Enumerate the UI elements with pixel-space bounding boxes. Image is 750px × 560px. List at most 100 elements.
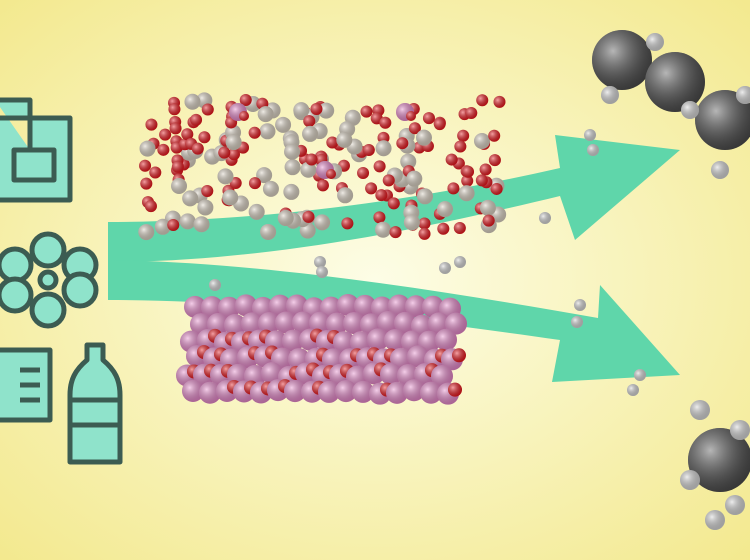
silicon-atom — [437, 201, 454, 218]
silicon-atom — [283, 183, 300, 200]
oxygen-atom — [190, 113, 203, 126]
silicon-atom — [284, 143, 301, 160]
oxygen-atom — [433, 118, 446, 131]
metal-atom — [309, 311, 331, 334]
oxygen-atom — [201, 103, 214, 116]
oxygen-atom — [140, 177, 153, 190]
hydrogen-atom — [705, 510, 725, 530]
oxygen-atom — [452, 348, 466, 363]
silicon-atom — [458, 185, 475, 202]
six-pack-rings-icon — [0, 231, 99, 329]
oxygen-atom — [365, 182, 378, 195]
silicon-atom — [259, 123, 276, 140]
metal-atom — [269, 294, 291, 317]
silicon-atom — [318, 102, 335, 119]
hydrogen-molecule-atom — [571, 316, 583, 328]
oxygen-atom — [406, 111, 416, 121]
oxygen-atom — [302, 210, 315, 223]
hydrogen-atom — [725, 495, 745, 515]
oxygen-atom — [149, 166, 162, 179]
oxygen-atom — [191, 142, 204, 155]
lower-arrow — [108, 260, 680, 382]
oxygen-atom — [418, 217, 431, 230]
metal-atom — [218, 296, 240, 319]
hydrogen-molecule-atom — [539, 212, 551, 224]
metal-atom — [326, 312, 348, 335]
carbon-atom — [592, 30, 652, 90]
metal-atom — [386, 381, 408, 404]
oxygen-atom — [239, 94, 252, 107]
carbon-atom — [695, 90, 750, 150]
hydrogen-molecule-atom — [584, 129, 596, 141]
metal-atom — [335, 380, 357, 403]
oxygen-atom — [493, 95, 506, 108]
metal-atom — [384, 329, 406, 352]
hydrogen-molecule-atom — [454, 256, 466, 268]
oxygen-atom — [139, 159, 152, 172]
oxygen-atom — [454, 140, 467, 153]
oxygen-atom — [475, 174, 488, 187]
oxygen-atom — [375, 189, 388, 202]
silicon-atom — [337, 187, 354, 204]
hydrogen-molecule-atom — [314, 256, 326, 268]
plastic-icons — [0, 97, 123, 465]
hydrogen-atom — [681, 101, 699, 119]
oxygen-atom — [167, 219, 180, 232]
silicon-atom — [182, 190, 199, 207]
silicon-atom — [262, 180, 279, 197]
silicon-atom — [248, 203, 265, 220]
metal-atom — [431, 365, 453, 388]
silicon-atom — [300, 161, 317, 178]
hydrogen-molecule-atom — [634, 369, 646, 381]
oxygen-atom — [437, 222, 450, 235]
silicon-atom — [217, 168, 234, 185]
silicon-atom — [415, 129, 432, 146]
silicon-atom — [256, 167, 273, 184]
metal-atom — [333, 331, 355, 354]
silicon-atom — [302, 125, 319, 142]
oxygen-atom — [389, 226, 402, 239]
oxygen-atom — [479, 163, 492, 176]
oxygen-atom — [490, 182, 503, 195]
hydrogen-atom — [680, 470, 700, 490]
oxygen-atom — [326, 136, 339, 149]
oxygen-atom — [248, 177, 261, 190]
silicon-atom — [375, 221, 392, 238]
metal-atom — [380, 363, 402, 386]
silicon-atom — [375, 140, 392, 157]
oxygen-atom — [488, 129, 501, 142]
metal-atom — [407, 345, 429, 368]
silicon-atom — [260, 223, 277, 240]
oxygen-atom — [145, 118, 158, 131]
metal-atom — [258, 312, 280, 335]
hydrogen-atom — [601, 86, 619, 104]
oxygen-atom — [218, 146, 231, 159]
hydrogen-atom — [646, 33, 664, 51]
metal-atom — [354, 294, 376, 317]
silicon-atom — [171, 177, 188, 194]
oxygen-atom — [465, 107, 478, 120]
hydrogen-molecule-atom — [439, 262, 451, 274]
oxygen-atom — [316, 179, 329, 192]
metal-atom — [352, 380, 374, 403]
silicon-atom — [257, 106, 274, 123]
oxygen-atom — [168, 103, 181, 116]
oxygen-atom — [488, 154, 501, 167]
metal-atom — [388, 294, 410, 317]
oxygen-atom — [396, 137, 409, 150]
oxygen-atom — [387, 197, 400, 210]
silicon-atom — [197, 199, 214, 216]
metal-atom — [275, 311, 297, 334]
silicon-atom — [225, 134, 242, 151]
oxygen-atom — [482, 214, 495, 227]
oxygen-atom — [408, 122, 421, 135]
oxygen-atom — [201, 184, 214, 197]
hydrogen-molecule-atom — [574, 299, 586, 311]
metal-atom — [282, 329, 304, 352]
hydrogen-molecule-atom — [209, 279, 221, 291]
metal-atom — [403, 379, 425, 402]
oxygen-atom — [248, 126, 261, 139]
oxygen-atom — [310, 102, 323, 115]
silicon-atom — [139, 140, 156, 157]
metal-atom — [241, 312, 263, 335]
